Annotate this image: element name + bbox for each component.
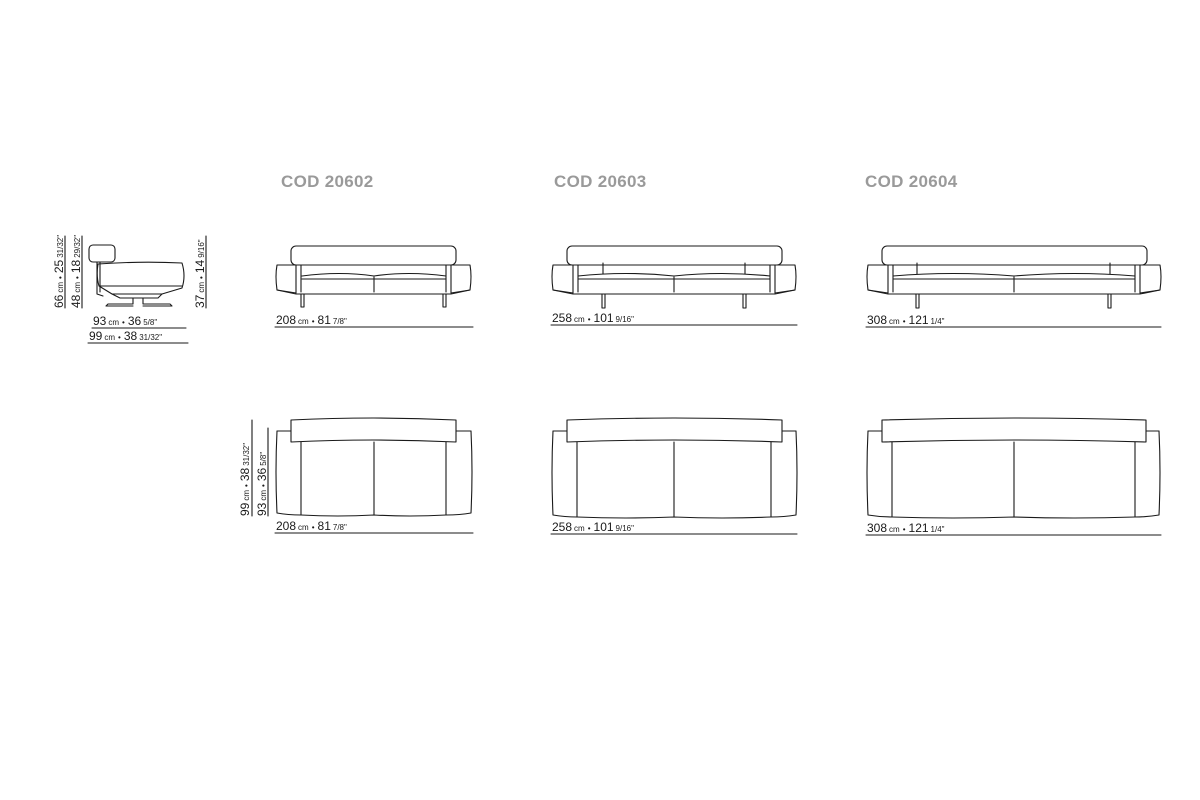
front-view-20604 bbox=[866, 245, 1162, 309]
front-view-20603 bbox=[551, 245, 797, 309]
side-height-seat-label: 37cm•149/16" bbox=[193, 239, 207, 308]
front-view-20602 bbox=[275, 245, 472, 308]
model-code-20602: COD 20602 bbox=[281, 172, 374, 191]
model-code-20603: COD 20603 bbox=[554, 172, 647, 191]
model-code-20604: COD 20604 bbox=[865, 172, 958, 191]
plan-view-20604 bbox=[866, 417, 1161, 519]
side-height-total-label: 66cm•2531/32" bbox=[52, 235, 66, 308]
plan-view-20602 bbox=[275, 417, 473, 517]
side-height-arm-label: 48cm•1829/32" bbox=[69, 235, 83, 308]
plan-view-20603 bbox=[551, 417, 798, 519]
plan-depth-total-label: 99cm•3831/32" bbox=[238, 443, 252, 516]
side-view-drawing bbox=[88, 244, 185, 307]
plan-depth-seat-label: 93cm•365/8" bbox=[255, 452, 269, 516]
